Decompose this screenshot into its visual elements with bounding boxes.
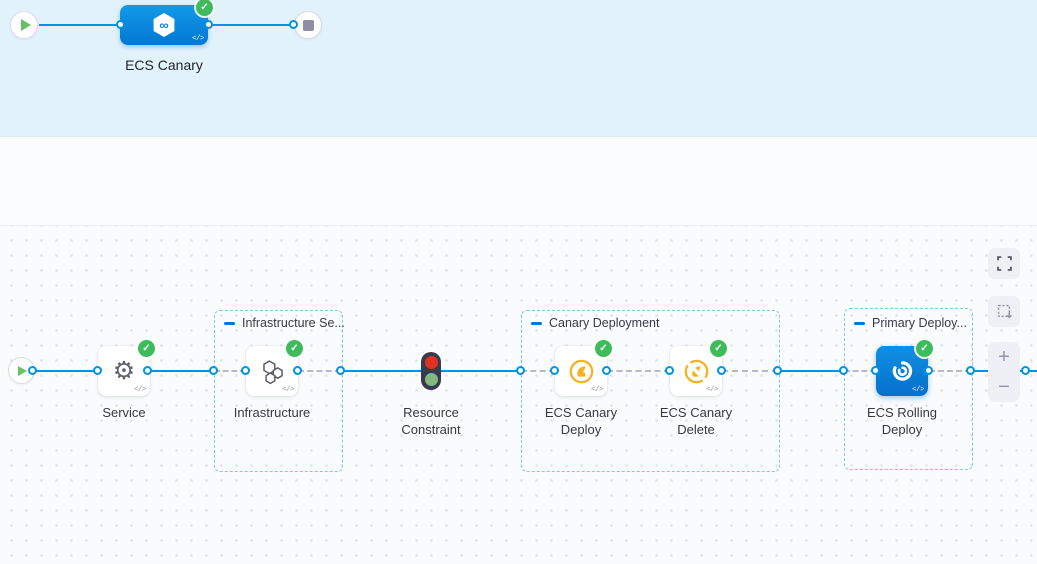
pipeline-end-button[interactable] bbox=[294, 11, 322, 39]
step-label-ecs-rolling-deploy: ECS Rolling Deploy bbox=[866, 405, 938, 437]
group-primary-deployment bbox=[844, 308, 973, 470]
success-status-icon bbox=[916, 340, 933, 357]
play-icon bbox=[18, 365, 27, 376]
success-status-icon bbox=[138, 340, 155, 357]
svg-text:∞: ∞ bbox=[159, 18, 168, 33]
success-status-icon bbox=[710, 340, 727, 357]
group-title: Canary Deployment bbox=[549, 316, 660, 330]
connector-dot[interactable] bbox=[1021, 366, 1030, 375]
success-status-icon bbox=[286, 340, 303, 357]
fit-to-screen-button[interactable] bbox=[988, 248, 1020, 279]
edge-line-dashed bbox=[607, 370, 670, 372]
group-header-primary: Primary Deploy... bbox=[854, 316, 967, 330]
step-label-service: Service bbox=[102, 405, 146, 420]
stage-node-ecs-canary[interactable]: ∞ </> bbox=[120, 0, 213, 45]
connector-dot[interactable] bbox=[966, 366, 975, 375]
success-status-icon bbox=[196, 0, 213, 16]
step-node-ecs-rolling-deploy[interactable]: </> bbox=[876, 340, 933, 396]
zoom-panel: + − bbox=[988, 342, 1020, 402]
collapse-icon[interactable] bbox=[531, 321, 542, 325]
edge-line-dashed bbox=[844, 370, 876, 372]
edge-line bbox=[33, 370, 98, 372]
step-node-infrastructure[interactable]: </> bbox=[246, 340, 303, 396]
group-title: Infrastructure Se... bbox=[242, 316, 345, 330]
step-node-ecs-canary-delete[interactable]: </> bbox=[670, 340, 727, 396]
step-label-ecs-canary-deploy: ECS Canary Deploy bbox=[544, 405, 618, 437]
rolling-deploy-swirl-icon bbox=[892, 361, 913, 381]
group-infrastructure-section bbox=[214, 310, 343, 472]
red-light bbox=[424, 356, 438, 369]
edge-line-dashed bbox=[929, 370, 971, 372]
fullscreen-icon bbox=[996, 256, 1012, 271]
stage-minimap: ∞ </> ECS Canary bbox=[0, 0, 1037, 137]
collapse-icon[interactable] bbox=[854, 321, 865, 325]
edge-line-dashed bbox=[214, 370, 246, 372]
edge-line-dashed bbox=[722, 370, 778, 372]
connector-dot[interactable] bbox=[717, 366, 726, 375]
edge-line bbox=[778, 370, 844, 372]
code-view-icon: </> bbox=[191, 35, 205, 43]
code-view-icon: </> bbox=[133, 386, 147, 394]
edge-line bbox=[441, 370, 521, 372]
code-view-icon: </> bbox=[705, 386, 719, 394]
zoom-out-button[interactable]: − bbox=[998, 375, 1010, 398]
code-view-icon: </> bbox=[281, 386, 295, 394]
step-node-ecs-canary-deploy[interactable]: </> bbox=[555, 340, 612, 396]
code-view-icon: </> bbox=[590, 386, 604, 394]
infrastructure-hexagons-icon bbox=[262, 359, 283, 384]
edge-line bbox=[39, 24, 121, 26]
step-label-infrastructure: Infrastructure bbox=[233, 405, 311, 420]
canary-bird-icon bbox=[569, 359, 593, 383]
play-icon bbox=[20, 19, 31, 31]
connector-dot[interactable] bbox=[839, 366, 848, 375]
connector-dot[interactable] bbox=[336, 366, 345, 375]
stop-icon bbox=[302, 19, 314, 31]
connector-dot[interactable] bbox=[871, 366, 880, 375]
connector-dot[interactable] bbox=[93, 366, 102, 375]
execution-graph-canvas[interactable]: Infrastructure Se... Canary Deployment P… bbox=[0, 226, 1037, 564]
gear-icon: ⚙ bbox=[112, 356, 136, 385]
connector-dot[interactable] bbox=[204, 20, 213, 29]
connector-dot[interactable] bbox=[602, 366, 611, 375]
collapse-icon[interactable] bbox=[224, 321, 235, 325]
connector-dot[interactable] bbox=[665, 366, 674, 375]
group-canary-deployment bbox=[521, 310, 780, 472]
connector-dot[interactable] bbox=[924, 366, 933, 375]
step-label-ecs-canary-delete: ECS Canary Delete bbox=[659, 405, 733, 437]
code-view-icon: </> bbox=[911, 386, 925, 394]
step-label-resource-constraint: Resource Constraint bbox=[401, 405, 461, 437]
canary-bird-delete-icon bbox=[684, 359, 708, 383]
green-light bbox=[424, 373, 438, 386]
group-title: Primary Deploy... bbox=[872, 316, 967, 330]
connector-dot[interactable] bbox=[293, 366, 302, 375]
execution-header: ECS Canary Started at: 10/6/2022, 5:01:2… bbox=[0, 137, 1037, 341]
step-node-service[interactable]: ⚙ </> bbox=[98, 340, 155, 396]
resource-constraint-traffic-light-icon[interactable] bbox=[421, 352, 441, 390]
pipeline-start-button[interactable] bbox=[10, 11, 38, 39]
connector-dot[interactable] bbox=[241, 366, 250, 375]
zoom-in-button[interactable]: + bbox=[998, 345, 1010, 368]
edge-line bbox=[208, 24, 294, 26]
marquee-select-button[interactable] bbox=[988, 296, 1020, 327]
connector-dot[interactable] bbox=[516, 366, 525, 375]
connector-dot[interactable] bbox=[28, 366, 37, 375]
cd-stage-hexagon-icon: ∞ bbox=[153, 13, 175, 37]
edge-line bbox=[148, 370, 214, 372]
edge-line-dashed bbox=[298, 370, 341, 372]
connector-dot[interactable] bbox=[143, 366, 152, 375]
stage-minimap-label: ECS Canary bbox=[125, 57, 203, 73]
selection-icon bbox=[997, 304, 1012, 319]
connector-dot[interactable] bbox=[209, 366, 218, 375]
connector-dot[interactable] bbox=[773, 366, 782, 375]
edge-line-dashed bbox=[521, 370, 555, 372]
connector-dot[interactable] bbox=[116, 20, 125, 29]
connector-dot[interactable] bbox=[289, 20, 298, 29]
group-header-infrastructure: Infrastructure Se... bbox=[224, 316, 345, 330]
edge-line bbox=[341, 370, 421, 372]
connector-dot[interactable] bbox=[550, 366, 559, 375]
success-status-icon bbox=[595, 340, 612, 357]
group-header-canary: Canary Deployment bbox=[531, 316, 659, 330]
